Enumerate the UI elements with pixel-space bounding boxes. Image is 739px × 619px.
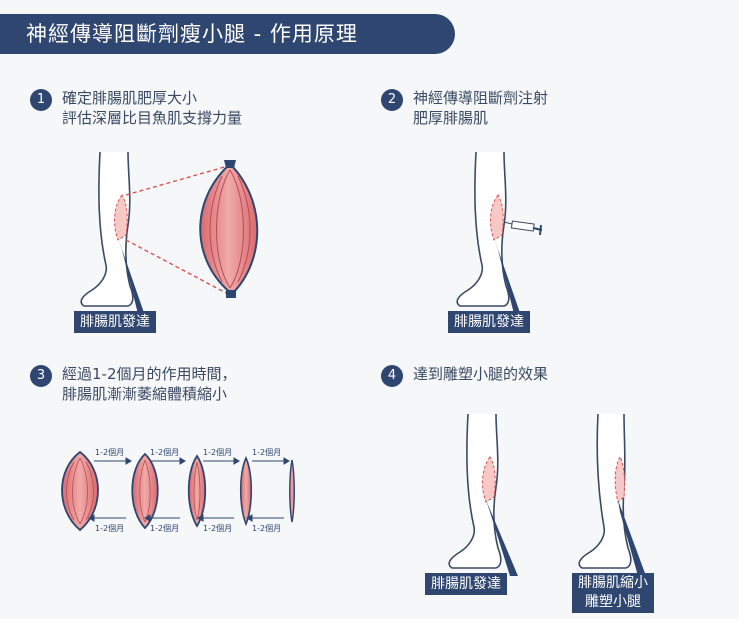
muscle-label-before: 腓腸肌發達 (425, 573, 507, 595)
leg-illustration-4-after (578, 413, 646, 576)
muscle-stage-1 (61, 450, 99, 532)
step-text-line: 經過1-2個月的作用時間， (62, 365, 237, 383)
label-line: 雕塑小腿 (585, 594, 641, 610)
muscle-progression (61, 450, 295, 532)
interval-label: 1-2個月 (95, 523, 124, 533)
step-text: 神經傳導阻斷劑注射 肥厚腓腸肌 (413, 88, 548, 128)
interval-label: 1-2個月 (252, 523, 281, 533)
step-text: 達到雕塑小腿的效果 (413, 364, 548, 384)
step-3: 3 經過1-2個月的作用時間， 腓腸肌漸漸萎縮體積縮小 (30, 364, 237, 404)
step-text-line: 評估深層比目魚肌支撐力量 (62, 109, 243, 127)
muscle-stage-4 (240, 456, 252, 527)
interval-label: 1-2個月 (150, 447, 179, 457)
step-text-line: 達到雕塑小腿的效果 (413, 365, 549, 383)
muscle-stage-3 (187, 454, 207, 528)
step-1: 1 確定腓腸肌肥厚大小 評估深層比目魚肌支撐力量 (30, 88, 242, 128)
leg-illustration-2 (456, 151, 526, 330)
step-number: 2 (381, 89, 403, 111)
muscle-label-step2: 腓腸肌發達 (448, 311, 530, 333)
zoom-line-top (125, 165, 229, 196)
step-text: 確定腓腸肌肥厚大小 評估深層比目魚肌支撐力量 (62, 88, 242, 128)
step-text: 經過1-2個月的作用時間， 腓腸肌漸漸萎縮體積縮小 (62, 364, 237, 404)
muscle-label-after: 腓腸肌縮小 雕塑小腿 (572, 573, 654, 613)
muscle-enlarged (199, 160, 259, 298)
zoom-line-bottom (125, 239, 229, 295)
interval-label: 1-2個月 (95, 447, 124, 457)
interval-label: 1-2個月 (203, 523, 232, 533)
step-text-line: 腓腸肌漸漸萎縮體積縮小 (62, 385, 228, 403)
muscle-stage-5 (289, 459, 295, 523)
page-title: 神經傳導阻斷劑瘦小腿 - 作用原理 (0, 14, 455, 54)
step-text-line: 神經傳導阻斷劑注射 (413, 89, 549, 107)
leg-illustration-4-before (448, 413, 518, 576)
step-text-line: 確定腓腸肌肥厚大小 (62, 89, 198, 107)
syringe-icon (503, 220, 543, 236)
step-text-line: 肥厚腓腸肌 (413, 109, 489, 127)
step-number: 1 (30, 89, 52, 111)
muscle-label-step1: 腓腸肌發達 (74, 311, 156, 333)
muscle-stage-2 (131, 452, 159, 530)
step-2: 2 神經傳導阻斷劑注射 肥厚腓腸肌 (381, 88, 548, 128)
step-number: 3 (30, 365, 52, 387)
leg-illustration-1 (80, 151, 150, 330)
interval-label: 1-2個月 (150, 523, 179, 533)
interval-label: 1-2個月 (252, 447, 281, 457)
label-line: 腓腸肌縮小 (578, 575, 648, 591)
interval-arrows: 1-2個月 1-2個月 1-2個月 1-2個月 1-2個月 1-2個月 1-2個… (88, 447, 290, 533)
step-number: 4 (381, 365, 403, 387)
step-4: 4 達到雕塑小腿的效果 (381, 364, 548, 387)
interval-label: 1-2個月 (203, 447, 232, 457)
